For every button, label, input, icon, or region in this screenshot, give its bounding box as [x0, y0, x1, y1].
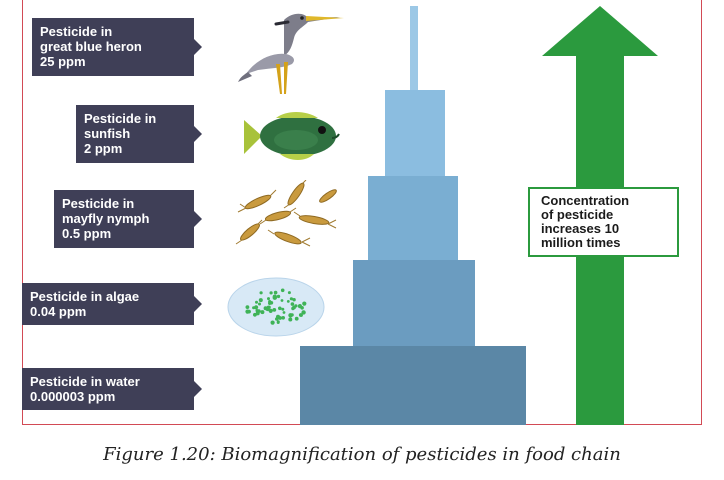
algae-cell	[276, 321, 280, 324]
label-water-line2: 0.000003 ppm	[30, 389, 116, 404]
algae-icon	[227, 277, 325, 337]
biomagnification-pyramid	[300, 6, 526, 425]
algae-cell	[258, 302, 261, 306]
algae-cell	[301, 310, 306, 315]
algae-cell	[267, 297, 270, 301]
algae-cell	[276, 294, 281, 299]
algae-cell	[299, 313, 303, 317]
pyramid-tier-heron	[385, 90, 445, 176]
algae-cell	[281, 316, 285, 320]
algae-cell	[272, 294, 277, 299]
algae-cell	[268, 301, 272, 305]
label-algae: Pesticide in algae 0.04 ppm	[22, 283, 202, 325]
concentration-line3: increases 10	[541, 221, 620, 236]
algae-cell	[280, 288, 285, 293]
label-water-line1: Pesticide in water	[30, 374, 140, 389]
label-heron: Pesticide in great blue heron 25 ppm	[32, 18, 202, 76]
label-algae-line1: Pesticide in algae	[30, 289, 140, 304]
algae-cell	[273, 290, 278, 295]
algae-cell	[292, 305, 296, 310]
pyramid-tier-top	[410, 6, 418, 92]
label-heron-line2: great blue heron	[40, 39, 142, 54]
algae-cell	[289, 297, 293, 301]
pyramid-tier-sunfish	[368, 176, 458, 262]
label-mayfly: Pesticide in mayfly nymph 0.5 ppm	[54, 190, 202, 248]
concentration-line1: Concentration	[541, 193, 630, 208]
algae-cell	[294, 316, 299, 321]
algae-cell	[287, 291, 291, 295]
algae-cell	[290, 302, 295, 306]
algae-cell	[276, 314, 280, 319]
pyramid-tier-water	[300, 346, 526, 425]
label-sunfish-line1: Pesticide in	[84, 111, 157, 126]
heron-icon	[238, 13, 344, 94]
algae-cell	[281, 307, 285, 311]
label-sunfish-line2: sunfish	[84, 126, 131, 141]
algae-cell	[288, 317, 293, 322]
concentration-line2: of pesticide	[541, 207, 614, 222]
label-sunfish-line3: 2 ppm	[84, 141, 123, 156]
label-heron-line3: 25 ppm	[40, 54, 86, 69]
label-water: Pesticide in water 0.000003 ppm	[22, 368, 202, 410]
label-algae-line2: 0.04 ppm	[30, 304, 87, 319]
algae-cell	[245, 309, 250, 314]
algae-cell	[266, 305, 271, 309]
algae-cell	[268, 308, 273, 313]
pyramid-tier-mayfly	[353, 260, 475, 348]
algae-cell	[290, 313, 294, 317]
mayfly-nymph-icon	[235, 180, 337, 247]
algae-cell	[278, 306, 282, 311]
algae-cell	[282, 311, 286, 314]
algae-cell	[260, 310, 265, 315]
concentration-note: Concentration of pesticide increases 10 …	[528, 187, 679, 257]
algae-cell	[258, 298, 263, 303]
label-mayfly-line2: mayfly nymph	[62, 211, 150, 226]
concentration-line4: million times	[541, 235, 621, 250]
algae-cell	[270, 320, 275, 325]
figure-caption: Figure 1.20: Biomagnification of pestici…	[103, 444, 621, 465]
algae-cell	[269, 291, 273, 295]
algae-cell	[280, 299, 284, 302]
algae-cell	[286, 300, 290, 303]
algae-cell	[254, 305, 259, 310]
label-sunfish: Pesticide in sunfish 2 ppm	[76, 105, 202, 163]
label-mayfly-line3: 0.5 ppm	[62, 226, 112, 241]
label-mayfly-line1: Pesticide in	[62, 196, 135, 211]
label-heron-line1: Pesticide in	[40, 24, 113, 39]
algae-cell	[245, 305, 250, 309]
algae-cell	[302, 301, 307, 306]
algae-cell	[255, 300, 258, 304]
algae-cell	[297, 304, 302, 309]
sunfish-icon	[244, 112, 340, 160]
algae-cell	[255, 311, 260, 316]
algae-cell	[292, 298, 296, 302]
algae-cell	[272, 308, 277, 312]
algae-cell	[259, 291, 263, 295]
algae-cell	[263, 306, 268, 311]
